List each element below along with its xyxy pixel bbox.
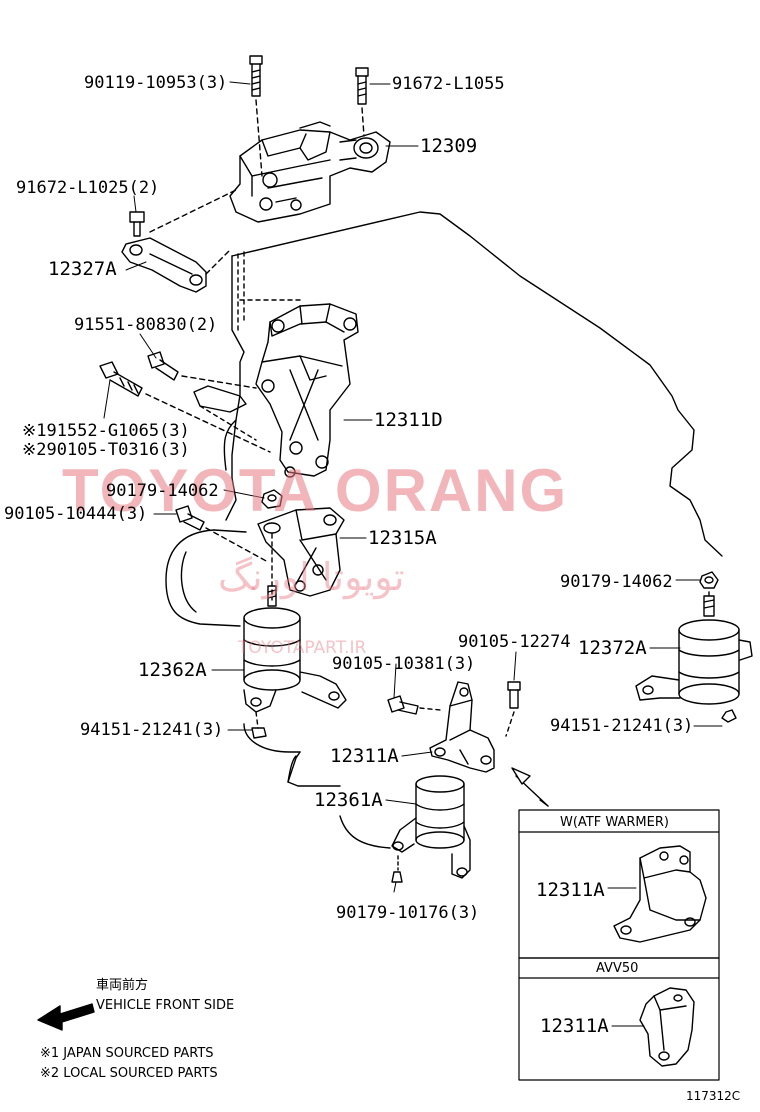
bracket-12309 bbox=[229, 121, 391, 223]
label-nut-94151-left: 94151-21241(3) bbox=[80, 720, 224, 740]
inset-bracket-avv50 bbox=[639, 987, 695, 1067]
bracket-12315a bbox=[257, 507, 345, 601]
vehicle-front-arrow-icon bbox=[37, 1003, 95, 1031]
mount-12372a bbox=[635, 595, 753, 723]
pointer-arrow-icon bbox=[511, 767, 549, 807]
label-bolt-top-left: 90119-10953(3) bbox=[84, 73, 228, 93]
inset-bracket-watf bbox=[613, 845, 707, 943]
inset-frames bbox=[518, 809, 720, 1081]
direction-japanese: 車両前方 bbox=[96, 978, 149, 993]
insulator-12361a bbox=[339, 775, 471, 883]
bolt-91672-l1055-icon bbox=[355, 67, 369, 137]
inset-title-watf: W(ATF WARMER) bbox=[560, 815, 669, 830]
label-bolt-90105-10444: 90105-10444(3) bbox=[4, 504, 148, 524]
label-nut-90179-10176: 90179-10176(3) bbox=[336, 903, 480, 923]
bracket-12311a bbox=[429, 681, 495, 773]
inset-title-avv50: AVV50 bbox=[596, 961, 639, 976]
bolt-90105-10381-icon bbox=[387, 695, 441, 715]
label-bolt-90105-t: ※290105-T0316(3) bbox=[22, 440, 190, 460]
label-bolt-upper-left: 91672-L1025(2) bbox=[16, 178, 160, 198]
engine-outline bbox=[165, 211, 723, 787]
label-nut-left: 90179-14062 bbox=[106, 481, 219, 501]
label-bracket-12311d: 12311D bbox=[374, 409, 443, 431]
mount-12362a bbox=[243, 585, 347, 739]
label-bracket-12309: 12309 bbox=[420, 135, 478, 157]
inset-label-watf: 12311A bbox=[536, 879, 605, 901]
direction-english: VEHICLE FRONT SIDE bbox=[96, 998, 235, 1013]
label-bracket-12315a: 12315A bbox=[368, 527, 437, 549]
nut-left-icon bbox=[261, 489, 283, 509]
label-stay-12327a: 12327A bbox=[48, 258, 117, 280]
label-nut-94151-right: 94151-21241(3) bbox=[550, 716, 694, 736]
footnote-local: ※2 LOCAL SOURCED PARTS bbox=[40, 1066, 218, 1081]
nut-right-icon bbox=[699, 571, 719, 599]
bolt-91552-icon bbox=[99, 361, 271, 453]
label-bolt-top-right: 91672-L1055 bbox=[392, 74, 505, 94]
label-insulator-12361a: 12361A bbox=[314, 789, 383, 811]
label-nut-right: 90179-14062 bbox=[560, 572, 673, 592]
label-bracket-12311a: 12311A bbox=[330, 745, 399, 767]
label-bolt-90105-12274: 90105-12274 bbox=[458, 632, 571, 652]
bolt-91672-l1025-icon bbox=[129, 211, 145, 237]
label-bolt-91551: 91551-80830(2) bbox=[74, 315, 218, 335]
bolt-90119-icon bbox=[249, 55, 263, 177]
leader-lines bbox=[103, 81, 723, 1027]
figure-id: 117312C bbox=[686, 1089, 741, 1103]
stay-12327a bbox=[121, 189, 237, 293]
bolt-90105-12274-icon bbox=[505, 681, 521, 737]
label-bolt-91552: ※191552-G1065(3) bbox=[22, 421, 190, 441]
label-mount-12372a: 12372A bbox=[578, 637, 647, 659]
bolt-91551-icon bbox=[147, 351, 257, 389]
bracket-12311d bbox=[193, 303, 359, 478]
label-bolt-90105-10381: 90105-10381(3) bbox=[332, 654, 476, 674]
label-mount-12362a: 12362A bbox=[138, 659, 207, 681]
footnote-japan: ※1 JAPAN SOURCED PARTS bbox=[40, 1046, 214, 1061]
bolt-90105-10444-icon bbox=[175, 505, 269, 563]
inset-label-avv50: 12311A bbox=[540, 1015, 609, 1037]
